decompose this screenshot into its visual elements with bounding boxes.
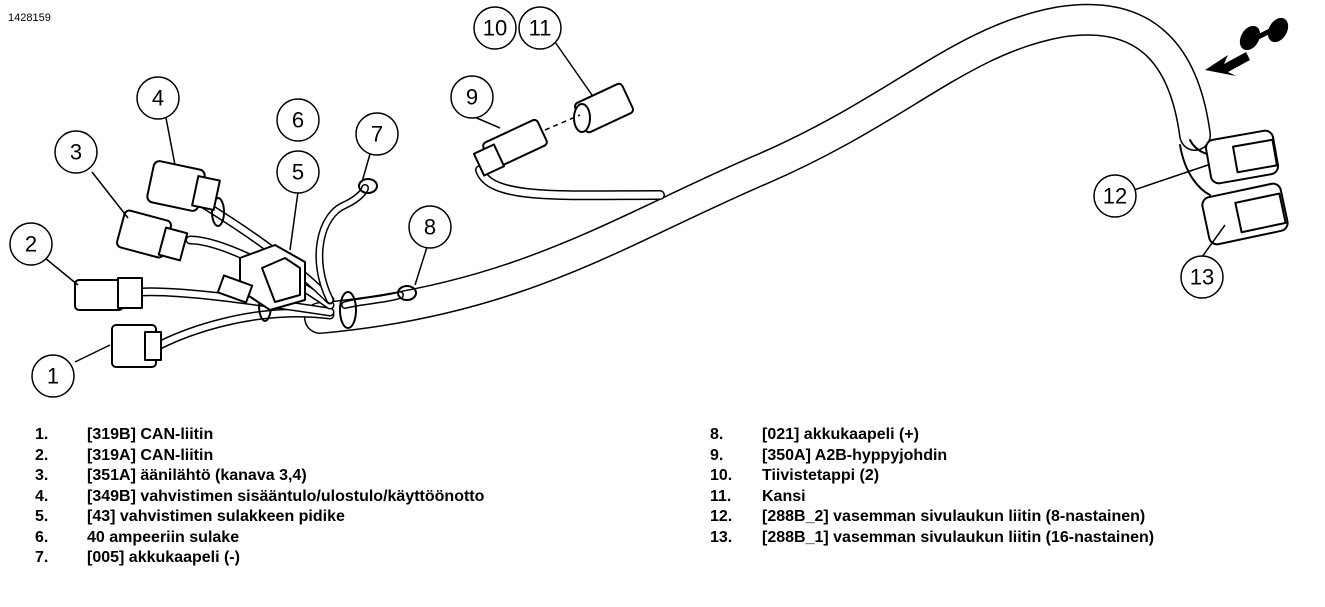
legend-item: 5.[43] vahvistimen sulakkeen pidike — [35, 508, 345, 525]
legend-item: 6.40 ampeeriin sulake — [35, 528, 240, 546]
callout-10: 10 — [483, 16, 507, 41]
callout-1: 1 — [47, 364, 59, 389]
callout-13: 13 — [1190, 265, 1214, 290]
legend-right: 8.[021] akkukaapeli (+) 9.[350A] A2B-hyp… — [710, 425, 1154, 548]
callout-6: 6 — [292, 108, 304, 133]
callout-2: 2 — [25, 232, 37, 257]
legend-item: 7.[005] akkukaapeli (-) — [35, 549, 240, 566]
legend-item: 8.[021] akkukaapeli (+) — [710, 426, 919, 443]
legend-item: 11.Kansi — [710, 487, 806, 505]
legend-item: 3.[351A] äänilähtö (kanava 3,4) — [35, 467, 307, 484]
connector-2 — [74, 279, 124, 311]
callout-12: 12 — [1103, 184, 1127, 209]
legend-item: 1.[319B] CAN-liitin — [35, 426, 214, 443]
callout-3: 3 — [70, 140, 82, 165]
callout-8: 8 — [424, 215, 436, 240]
legend-item: 2.[319A] CAN-liitin — [35, 446, 214, 464]
callout-7: 7 — [371, 122, 383, 147]
callout-9: 9 — [466, 85, 478, 110]
front-direction-arrow-icon — [1205, 17, 1289, 76]
callout-5: 5 — [292, 160, 304, 185]
wiring-harness-illustration: 1 2 3 4 6 5 7 8 9 10 11 12 13 — [9, 3, 1289, 398]
legend-item: 9.[350A] A2B-hyppyjohdin — [710, 446, 948, 464]
legend-item: 13.[288B_1] vasemman sivulaukun liitin (… — [710, 528, 1155, 546]
callout-11: 11 — [529, 16, 552, 41]
legend-item: 10.Tiivistetappi (2) — [710, 467, 880, 484]
figure-id: 1428159 — [8, 12, 51, 24]
legend-item: 4.[349B] vahvistimen sisääntulo/ulostulo… — [35, 487, 485, 505]
legend-item: 12.[288B_2] vasemman sivulaukun liitin (… — [710, 508, 1146, 525]
callout-4: 4 — [152, 86, 164, 111]
legend-left: 1.[319B] CAN-liitin 2.[319A] CAN-liitin … — [35, 425, 484, 569]
